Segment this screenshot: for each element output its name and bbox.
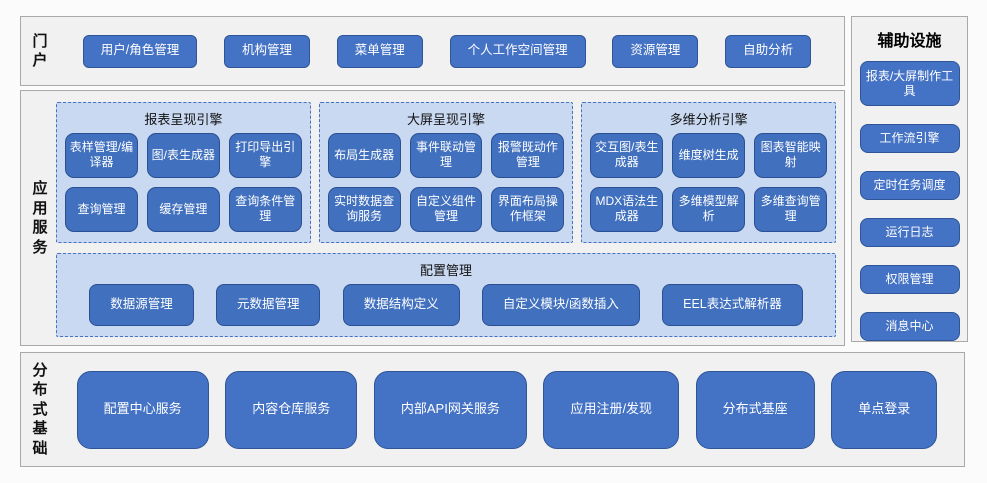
olap-engine-grid: 交互图/表生成器 维度树生成 图表智能映射 MDX语法生成器 多维模型解析 多维… (590, 132, 828, 232)
engine-button-multidim-query[interactable]: 多维查询管理 (754, 186, 828, 232)
dist-button-content-repo[interactable]: 内容仓库服务 (225, 370, 358, 449)
olap-engine-title: 多维分析引擎 (669, 111, 748, 127)
olap-engine-box: 多维分析引擎 交互图/表生成器 维度树生成 图表智能映射 MDX语法生成器 多维… (581, 101, 837, 243)
bigscreen-engine-box: 大屏呈现引擎 布局生成器 事件联动管理 报警既动作管理 实时数据查询服务 自定义… (318, 101, 574, 243)
engine-button-dimension-tree[interactable]: 维度树生成 (672, 132, 746, 178)
config-mgmt-title: 配置管理 (419, 262, 472, 278)
config-button-datasource[interactable]: 数据源管理 (89, 283, 194, 326)
engine-button-chart-mapping[interactable]: 图表智能映射 (754, 132, 828, 178)
config-button-custom-module[interactable]: 自定义模块/函数插入 (481, 283, 640, 326)
auxiliary-section: 辅助设施 报表/大屏制作工具 工作流引擎 定时任务调度 运行日志 权限管理 消息… (851, 16, 968, 342)
engine-button-model-parsing[interactable]: 多维模型解析 (672, 186, 746, 232)
engine-button-style-compiler[interactable]: 表样管理/编译器 (65, 132, 138, 178)
aux-button-report-bigscreen-tool[interactable]: 报表/大屏制作工具 (859, 61, 960, 106)
bigscreen-engine-title: 大屏呈现引擎 (407, 111, 486, 127)
dist-button-sso[interactable]: 单点登录 (831, 370, 938, 449)
config-button-structure[interactable]: 数据结构定义 (342, 283, 460, 326)
dist-button-app-registry[interactable]: 应用注册/发现 (543, 370, 680, 449)
aux-button-permission-mgmt[interactable]: 权限管理 (859, 265, 960, 294)
distributed-base-section: 分布式基础 配置中心服务 内容仓库服务 内部API网关服务 应用注册/发现 分布… (20, 352, 965, 467)
config-button-eel-parser[interactable]: EEL表达式解析器 (662, 283, 803, 326)
report-engine-grid: 表样管理/编译器 图/表生成器 打印导出引擎 查询管理 缓存管理 查询条件管理 (65, 132, 302, 232)
engine-button-event-linkage[interactable]: 事件联动管理 (409, 132, 483, 178)
engine-button-mdx-generator[interactable]: MDX语法生成器 (590, 186, 664, 232)
dist-button-api-gateway[interactable]: 内部API网关服务 (373, 370, 527, 449)
aux-button-message-center[interactable]: 消息中心 (859, 312, 960, 341)
config-button-metadata[interactable]: 元数据管理 (215, 283, 321, 326)
dist-button-config-center[interactable]: 配置中心服务 (76, 370, 209, 449)
engine-button-chart-generator[interactable]: 图/表生成器 (146, 132, 220, 178)
config-button-row: 数据源管理 元数据管理 数据结构定义 自定义模块/函数插入 EEL表达式解析器 (67, 283, 825, 326)
portal-button-workspace[interactable]: 个人工作空间管理 (449, 34, 586, 68)
engine-button-query-condition[interactable]: 查询条件管理 (228, 186, 302, 232)
engine-button-query-mgmt[interactable]: 查询管理 (65, 186, 138, 232)
distributed-base-label: 分布式基础 (32, 361, 48, 457)
report-engine-title: 报表呈现引擎 (144, 111, 223, 127)
engine-button-ui-layout-framework[interactable]: 界面布局操作框架 (491, 186, 565, 232)
portal-button-resource[interactable]: 资源管理 (612, 34, 699, 68)
bigscreen-engine-grid: 布局生成器 事件联动管理 报警既动作管理 实时数据查询服务 自定义组件管理 界面… (327, 132, 565, 232)
engine-button-realtime-query[interactable]: 实时数据查询服务 (327, 186, 401, 232)
app-services-content: 报表呈现引擎 表样管理/编译器 图/表生成器 打印导出引擎 查询管理 缓存管理 … (50, 91, 844, 345)
report-engine-box: 报表呈现引擎 表样管理/编译器 图/表生成器 打印导出引擎 查询管理 缓存管理 … (56, 101, 311, 243)
portal-button-org[interactable]: 机构管理 (224, 34, 311, 68)
aux-button-task-scheduler[interactable]: 定时任务调度 (859, 171, 960, 200)
auxiliary-button-column: 报表/大屏制作工具 工作流引擎 定时任务调度 运行日志 权限管理 消息中心 (859, 61, 960, 341)
engine-button-cache-mgmt[interactable]: 缓存管理 (146, 186, 220, 232)
engine-button-interactive-chart[interactable]: 交互图/表生成器 (590, 132, 664, 178)
dist-button-distributed-base[interactable]: 分布式基座 (695, 370, 815, 449)
portal-section-label: 门户 (32, 32, 48, 70)
distributed-button-row: 配置中心服务 内容仓库服务 内部API网关服务 应用注册/发现 分布式基座 单点… (50, 370, 964, 449)
auxiliary-section-title: 辅助设施 (877, 33, 942, 50)
portal-button-menu[interactable]: 菜单管理 (336, 34, 423, 68)
portal-button-row: 用户/角色管理 机构管理 菜单管理 个人工作空间管理 资源管理 自助分析 (50, 34, 844, 68)
app-services-section-label: 应用服务 (32, 180, 48, 256)
portal-button-user-role[interactable]: 用户/角色管理 (82, 34, 198, 68)
engine-button-print-export[interactable]: 打印导出引擎 (228, 132, 302, 178)
aux-button-workflow-engine[interactable]: 工作流引擎 (859, 124, 960, 153)
app-services-section: 应用服务 报表呈现引擎 表样管理/编译器 图/表生成器 打印导出引擎 查询管理 … (20, 90, 845, 346)
engine-button-layout-generator[interactable]: 布局生成器 (327, 132, 401, 178)
portal-button-selfservice[interactable]: 自助分析 (725, 34, 812, 68)
engine-button-custom-component[interactable]: 自定义组件管理 (409, 186, 483, 232)
portal-section: 门户 用户/角色管理 机构管理 菜单管理 个人工作空间管理 资源管理 自助分析 (20, 16, 845, 86)
engine-button-alarm-action[interactable]: 报警既动作管理 (491, 132, 565, 178)
config-mgmt-box: 配置管理 数据源管理 元数据管理 数据结构定义 自定义模块/函数插入 EEL表达… (56, 252, 836, 337)
aux-button-run-log[interactable]: 运行日志 (859, 218, 960, 247)
engine-row: 报表呈现引擎 表样管理/编译器 图/表生成器 打印导出引擎 查询管理 缓存管理 … (56, 101, 837, 243)
